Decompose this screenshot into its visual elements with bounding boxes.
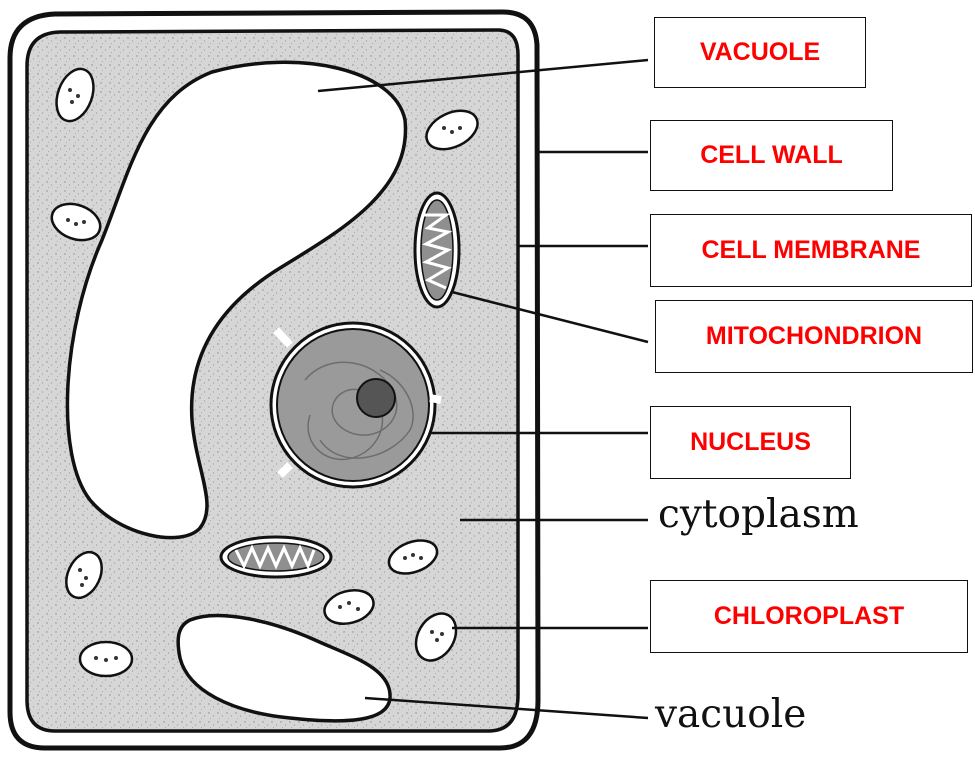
vacuole-label: VACUOLE [654, 17, 866, 88]
small-vacuole-label: vacuole [655, 692, 806, 737]
chloroplast-label: CHLOROPLAST [650, 580, 968, 653]
cell-wall-label: CELL WALL [650, 120, 893, 191]
cell-membrane-label: CELL MEMBRANE [650, 214, 972, 287]
mitochondrion-upper [415, 193, 459, 307]
nucleus-label: NUCLEUS [650, 406, 851, 479]
cytoplasm-label: cytoplasm [658, 492, 859, 537]
nucleolus [357, 379, 395, 417]
mitochondrion-lower [221, 537, 331, 577]
mitochondrion-label: MITOCHONDRION [655, 300, 973, 373]
